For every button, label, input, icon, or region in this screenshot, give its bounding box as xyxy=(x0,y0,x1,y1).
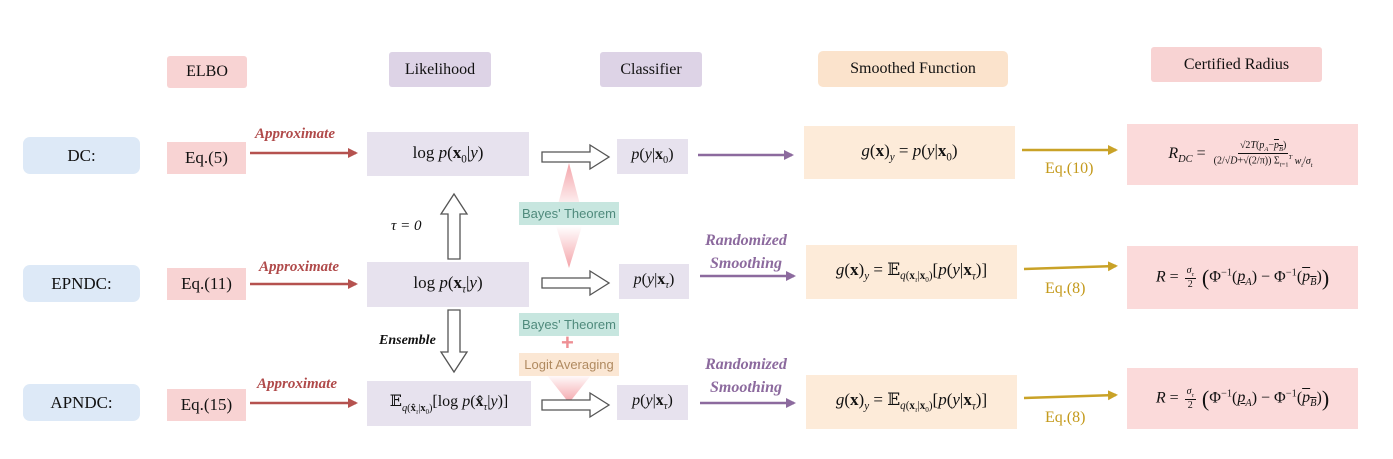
logit-averaging-tag: Logit Averaging xyxy=(519,353,619,376)
classifier-apndc: p(y|xτ) xyxy=(617,385,688,420)
header-smoothed-function: Smoothed Function xyxy=(818,51,1008,87)
approx-label-apndc: Approximate xyxy=(257,376,338,392)
header-classifier: Classifier xyxy=(600,52,702,87)
rs-word-1: Randomized xyxy=(705,232,787,249)
spotlight-apndc xyxy=(546,374,592,403)
elbo-eq-epndc: Eq.(11) xyxy=(167,268,246,300)
elbo-eq-apndc: Eq.(15) xyxy=(167,389,246,421)
spotlight-epndc-up xyxy=(556,226,582,268)
tau-zero-label: τ = 0 xyxy=(391,218,422,234)
classifier-epndc: p(y|xτ) xyxy=(619,264,689,299)
row-label-apndc: APNDC: xyxy=(23,384,140,421)
smoothed-function-apndc: g(x)y = 𝔼q(xτ|x0)[p(y|xτ)] xyxy=(806,375,1017,429)
spotlight-dc xyxy=(556,163,582,212)
cert-eq-apndc: Eq.(8) xyxy=(1045,409,1086,426)
hollow-arrow-apndc xyxy=(541,391,611,419)
row-label-epndc: EPNDC: xyxy=(23,265,140,302)
rs-word-2: Smoothing xyxy=(709,379,783,396)
hollow-arrow-down-ensemble xyxy=(439,309,469,374)
certified-radius-dc: RDC = √2T(pA−pB) (2/√D+√(2/π)) Σt=1T wt/… xyxy=(1127,124,1358,185)
classifier-dc: p(y|x0) xyxy=(617,139,688,174)
approx-label-dc: Approximate xyxy=(255,126,336,142)
header-certified-radius: Certified Radius xyxy=(1151,47,1322,82)
likelihood-dc: log p(x0|y) xyxy=(367,132,529,176)
hollow-arrow-epndc xyxy=(541,269,611,297)
smoothed-function-dc: g(x)y = p(y|x0) xyxy=(804,126,1015,179)
ensemble-label: Ensemble xyxy=(379,333,436,348)
elbo-eq-dc: Eq.(5) xyxy=(167,142,246,174)
cert-arrow-apndc xyxy=(1023,390,1118,401)
bayes-theorem-tag-2: Bayes' Theorem xyxy=(519,313,619,336)
likelihood-epndc: log p(xτ|y) xyxy=(367,262,529,307)
cert-eq-epndc: Eq.(8) xyxy=(1045,280,1086,297)
randomized-smoothing-label-epndc: Randomized Smoothing xyxy=(694,229,798,275)
randomized-smoothing-label-apndc: Randomized Smoothing xyxy=(694,353,798,399)
rs-word-1: Randomized xyxy=(705,356,787,373)
header-elbo: ELBO xyxy=(167,56,247,88)
cert-eq-dc: Eq.(10) xyxy=(1045,160,1094,177)
plus-icon: + xyxy=(561,330,574,355)
likelihood-apndc: 𝔼q(x̂τ|x0)[log p(x̂τ|y)] xyxy=(367,381,531,426)
smoothed-function-epndc: g(x)y = 𝔼q(xτ|x0)[p(y|xτ)] xyxy=(806,245,1017,299)
row-label-dc: DC: xyxy=(23,137,140,174)
header-likelihood: Likelihood xyxy=(389,52,491,87)
approx-label-epndc: Approximate xyxy=(259,259,340,275)
cert-arrow-epndc xyxy=(1023,261,1118,272)
rs-word-2: Smoothing xyxy=(709,255,783,272)
bayes-theorem-tag-1: Bayes' Theorem xyxy=(519,202,619,225)
hollow-arrow-up-tau xyxy=(439,192,469,260)
hollow-arrow-dc xyxy=(541,143,611,171)
